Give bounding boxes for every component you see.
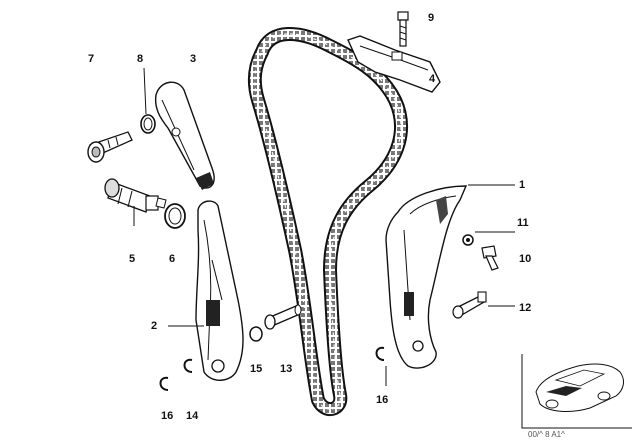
callout-9: 9 (428, 12, 435, 24)
bearing-pin-icon (452, 291, 487, 319)
callout-14: 14 (186, 410, 199, 422)
leader-lines (133, 67, 515, 386)
sealing-ring-icon (140, 114, 156, 134)
circlip-icon (375, 346, 385, 361)
callout-7: 7 (88, 53, 95, 65)
tensioner-rail-icon (195, 200, 244, 381)
callout-4: 4 (429, 73, 436, 85)
sealing-ring-icon (249, 326, 263, 342)
callout-8: 8 (137, 53, 144, 65)
callout-15: 15 (250, 363, 263, 375)
circlip-icon (159, 358, 193, 391)
callout-16-right: 16 (376, 394, 389, 406)
car-silhouette-icon (535, 363, 624, 412)
callout-10: 10 (519, 253, 532, 265)
callout-5: 5 (129, 253, 136, 265)
bearing-pin-icon (264, 304, 302, 330)
callout-2: 2 (151, 320, 158, 332)
gasket-ring-icon (164, 203, 186, 229)
callout-16-left: 16 (161, 410, 174, 422)
bolt-icon (397, 11, 409, 47)
car-thumbnail (521, 354, 632, 429)
callout-12: 12 (519, 302, 532, 314)
screw-plug-icon (87, 131, 133, 163)
reference-code: 00/^ 8 A1^ (528, 430, 565, 439)
sealing-ring-icon (462, 234, 474, 246)
guide-rail-icon (385, 185, 468, 369)
chain-tensioner-icon (104, 178, 167, 213)
callout-11: 11 (517, 217, 529, 229)
callout-3: 3 (190, 53, 197, 65)
callout-6: 6 (169, 253, 176, 265)
callout-1: 1 (519, 179, 526, 191)
callout-13: 13 (280, 363, 293, 375)
tensioner-rail-icon (154, 81, 215, 190)
guide-rail-icon (347, 35, 441, 93)
bolt-icon (481, 245, 499, 271)
timing-chain (247, 27, 408, 416)
